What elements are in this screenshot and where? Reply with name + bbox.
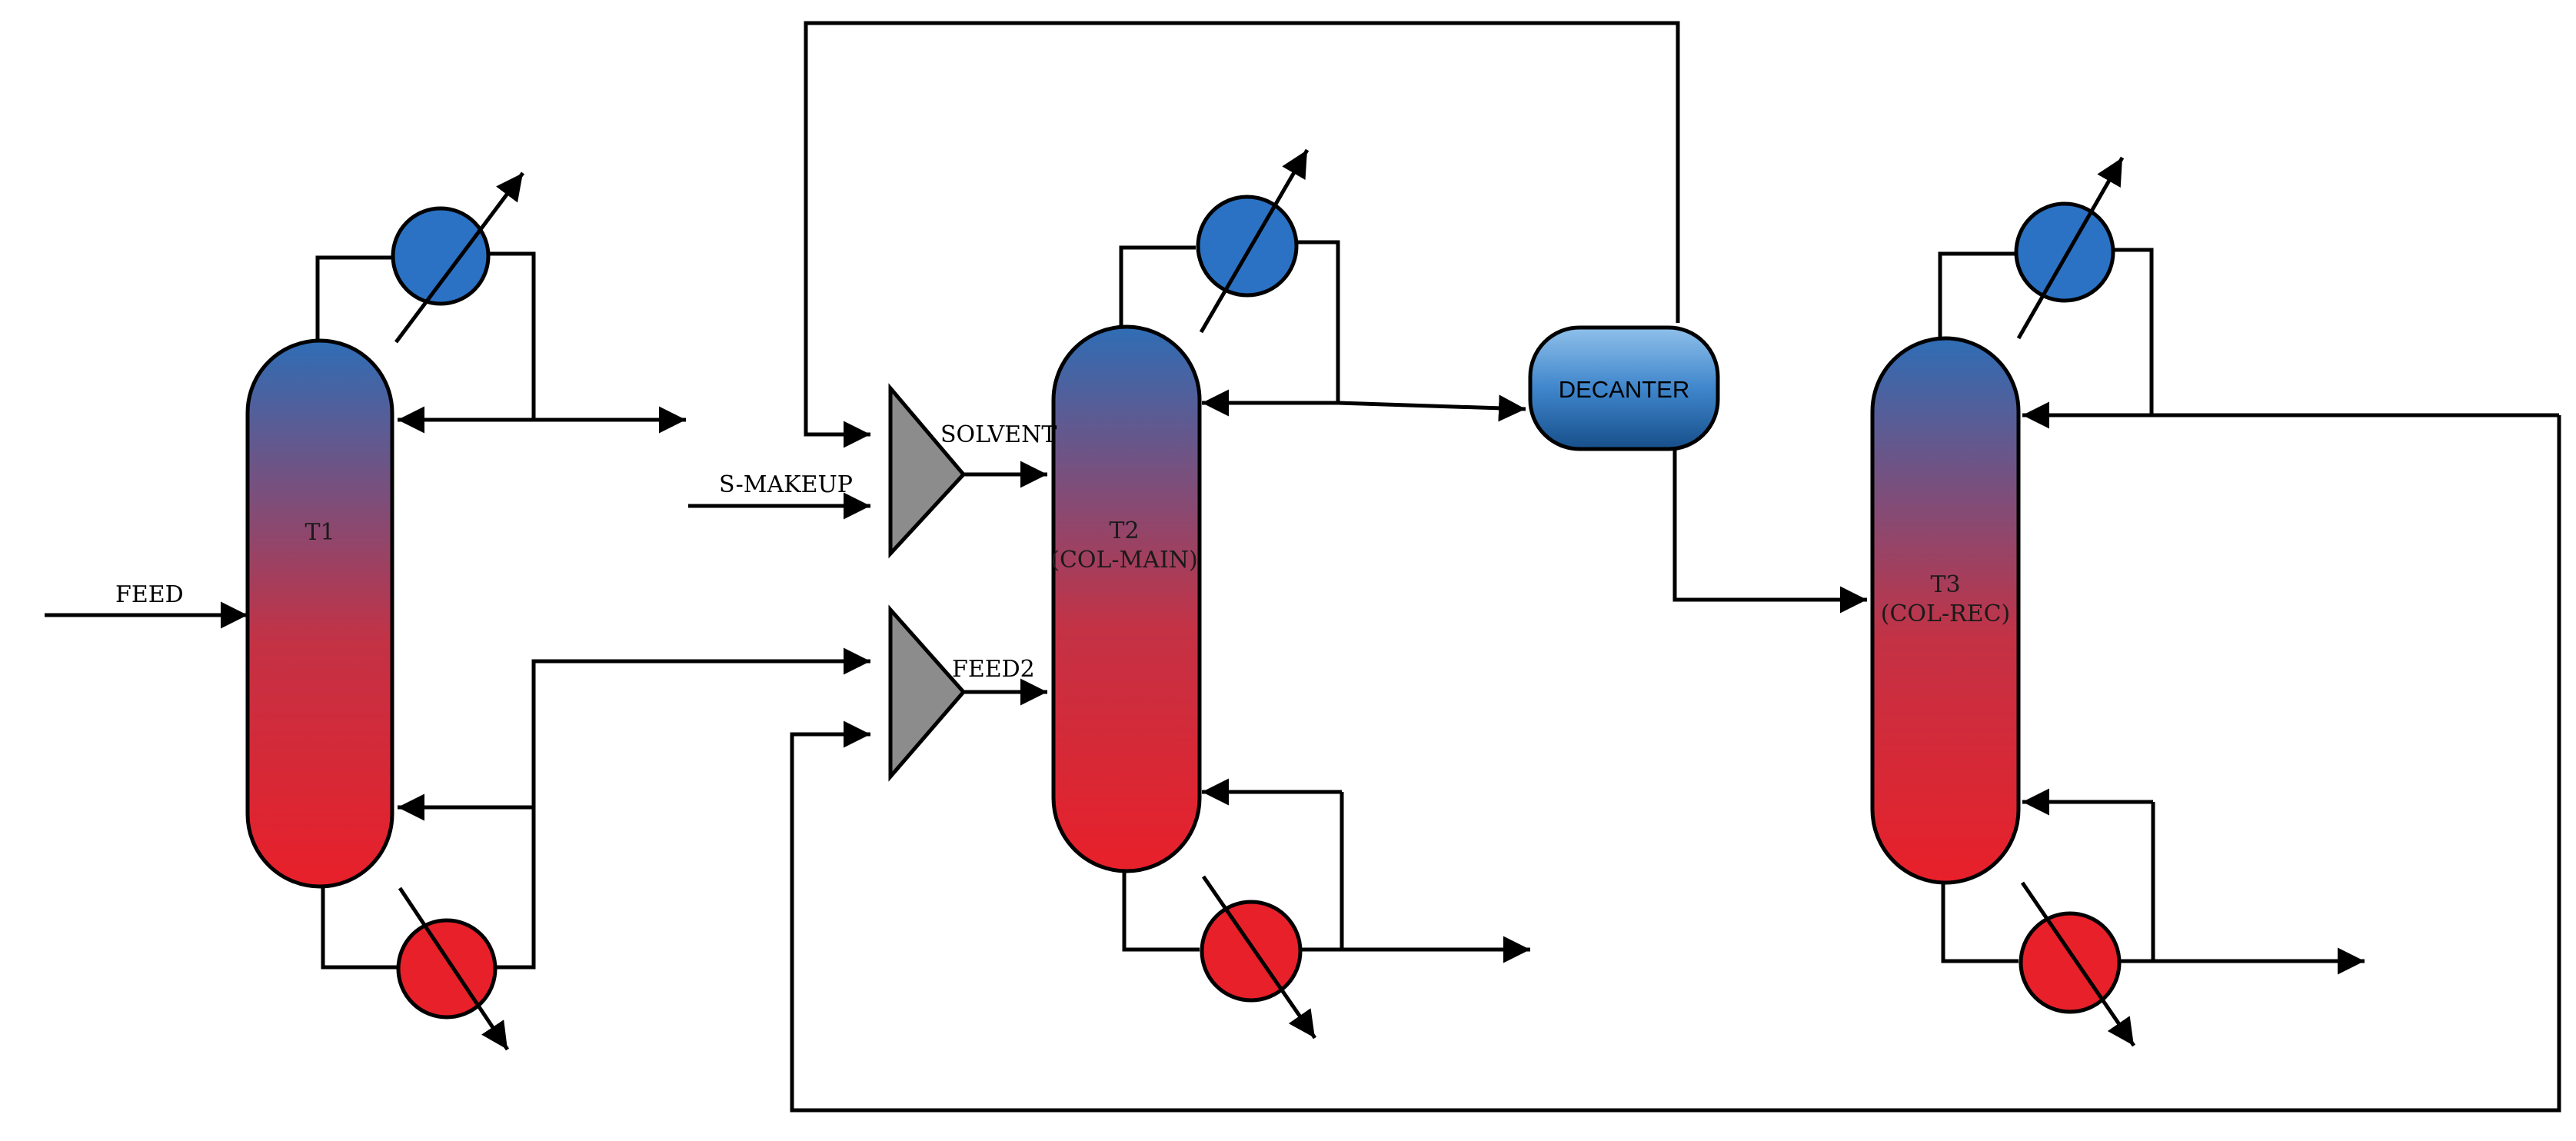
t1-to-mixer-line [531, 647, 870, 807]
feed-label: FEED [115, 581, 184, 608]
feed2-label: FEED2 [952, 656, 1035, 683]
reboiler-t3[interactable] [2019, 881, 2136, 1047]
t3-reboiler-outlet [2121, 802, 2155, 963]
pipes [45, 21, 2561, 1113]
s-makeup-label: S-MAKEUP [719, 471, 853, 498]
column-t2[interactable]: T2 (COL-MAIN) [1050, 324, 1202, 873]
decanter-to-t3-line [1672, 450, 1867, 614]
column-t1-label: T1 [305, 519, 334, 546]
recycle-loop-line [790, 415, 2561, 1113]
solvent-label: SOLVENT [940, 421, 1057, 448]
t2-overhead-line [1119, 245, 1196, 328]
t3-condenser-outlet [2115, 248, 2154, 415]
condenser-t1[interactable] [391, 171, 524, 344]
decanter-recycle-line [804, 21, 1680, 448]
t1-condenser-outlet [488, 251, 536, 420]
t1-overhead-line [315, 255, 392, 343]
column-t2-sublabel: (COL-MAIN) [1050, 547, 1198, 574]
decanter-label: DECANTER [1559, 376, 1690, 403]
reboiler-t1[interactable] [396, 887, 510, 1051]
mixer-solvent[interactable] [888, 383, 967, 559]
t2-reboiler-outlet [1302, 792, 1344, 952]
mixer-feed2[interactable] [888, 604, 967, 782]
t2-condenser-outlet [1298, 240, 1340, 403]
t2-to-decanter-line [1337, 394, 1526, 422]
column-t3-sublabel: (COL-REC) [1881, 600, 2010, 627]
t2-bottoms-line [1122, 869, 1200, 952]
column-t2-label: T2 [1109, 517, 1139, 544]
t1-bottoms-line [321, 884, 397, 970]
column-t1[interactable]: T1 [245, 338, 394, 889]
column-t3[interactable]: T3 (COL-REC) [1870, 336, 2021, 885]
decanter[interactable]: DECANTER [1528, 325, 1720, 451]
column-t3-label: T3 [1930, 571, 1960, 598]
reboiler-t2[interactable] [1200, 875, 1317, 1040]
condenser-t2[interactable] [1196, 148, 1310, 334]
condenser-t3[interactable] [2014, 156, 2125, 340]
t3-bottoms-line [1941, 883, 2019, 963]
t3-overhead-line [1938, 251, 2015, 341]
t1-reboiler-outlet [497, 807, 536, 970]
